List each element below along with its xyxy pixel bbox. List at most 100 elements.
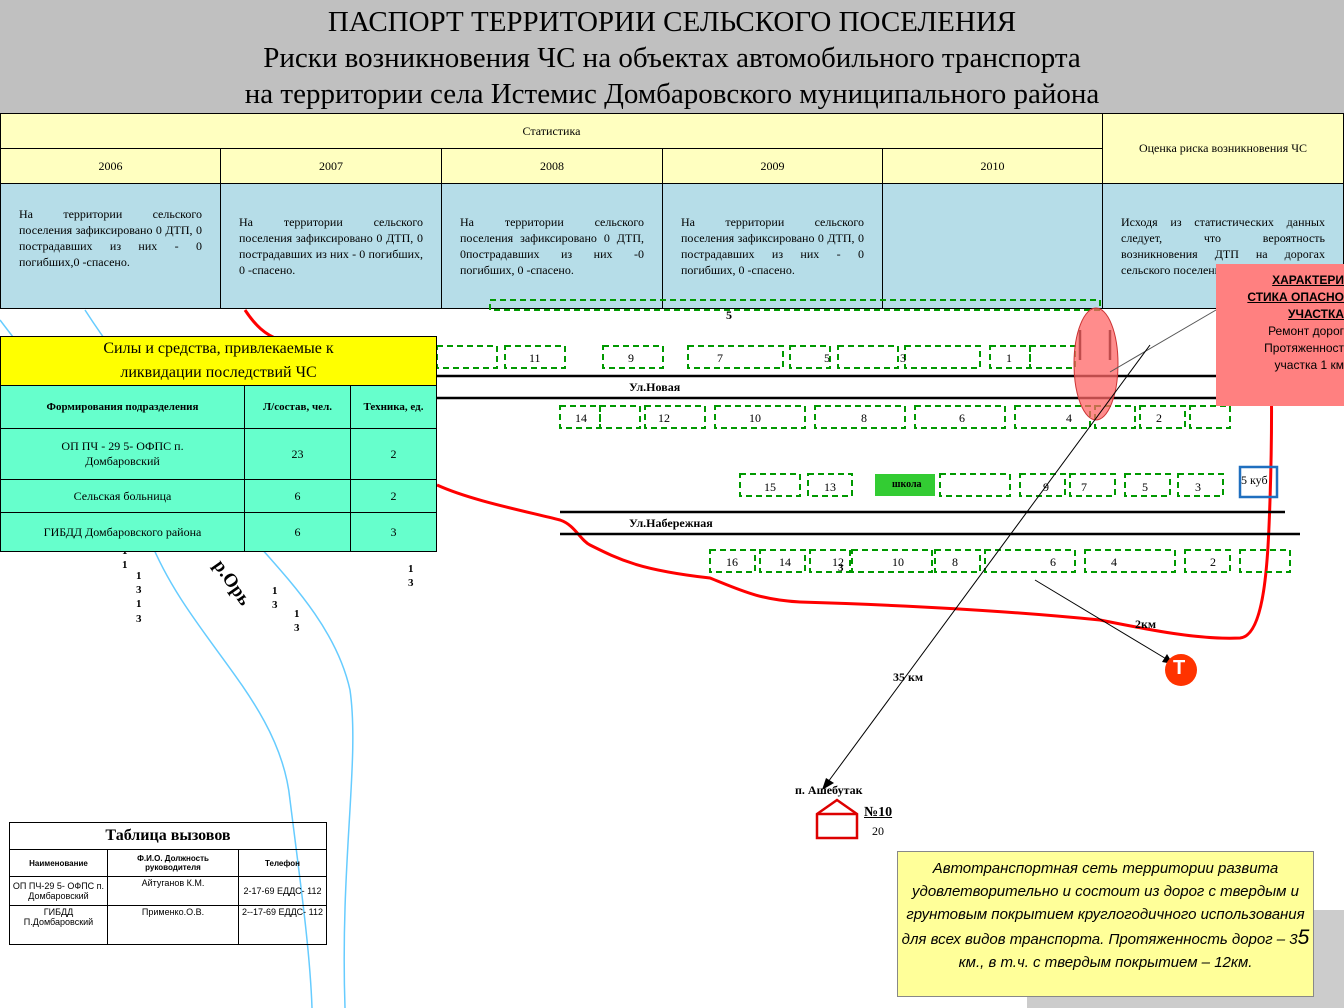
house [789,345,831,369]
house-number: 4 [1111,555,1117,569]
callout-line: ХАРАКТЕРИ [1272,273,1344,287]
house-number: 16 [726,555,738,569]
house-number: 4 [1066,411,1072,425]
summary-text-big: 5 [1297,926,1310,949]
house [644,405,706,429]
calls-phone: 2--17-69 ЕДДС- 112 [238,905,327,945]
house [1124,473,1171,497]
callout-pointer [1109,309,1217,373]
house-row-top [489,299,1101,311]
house [687,345,784,369]
house-number: 12 [658,411,670,425]
stray-mark: 1 [136,570,142,582]
house [739,473,801,497]
house-number: 10 [749,411,761,425]
house [1014,405,1091,429]
house-number: 8 [861,411,867,425]
calls-name: ОП ПЧ-29 5- ОФПС п. Домбаровский [9,876,108,906]
house-number: 3 [900,351,906,365]
stats-text-2009: На территории сельского поселения зафикс… [662,183,883,309]
year-2007: 2007 [220,148,442,184]
calls-head: Применко.О.В. [107,905,239,945]
forces-title-line1: Силы и средства, привлекаемые к [103,340,334,357]
house [934,549,981,573]
house-number: 5 [1142,480,1148,494]
calls-table-title: Таблица вызовов [9,822,327,850]
house [809,549,851,573]
forces-staff: 6 [244,512,351,552]
house [602,345,664,369]
stats-text-2007: На территории сельского поселения зафикс… [220,183,442,309]
forces-col-tech: Техника, ед. [350,385,437,429]
house [1177,473,1224,497]
fuel-station-icon [1165,654,1197,686]
forces-staff: 23 [244,428,351,480]
route-to-fuel [1034,579,1169,661]
stray-mark: 1 [122,559,128,571]
page-header: ПАСПОРТ ТЕРРИТОРИИ СЕЛЬСКОГО ПОСЕЛЕНИЯ Р… [0,0,1344,113]
forces-table-title: Силы и средства, привлекаемые к ликвидац… [0,336,437,386]
stats-text-2008: На территории сельского поселения зафикс… [441,183,663,309]
calls-phone: 2-17-69 ЕДДС- 112 [238,876,327,906]
house-number: 12 [832,555,844,569]
callout-line: Протяженност [1264,341,1344,355]
house-number: 10 [892,555,904,569]
house [914,405,1006,429]
forces-tech: 2 [350,479,437,513]
table-row: Сельская больница 6 2 [0,479,437,513]
water-tank [1238,465,1279,499]
house [1239,549,1291,573]
house [1019,473,1066,497]
route-to-ashebutak [827,344,1151,783]
stats-text-2006: На территории сельского поселения зафикс… [0,183,221,309]
house-number: 15 [764,480,776,494]
house-number: 11 [529,351,541,365]
calls-col-phone: Телефон [238,849,327,877]
street-novaya-label: Ул.Новая [629,380,681,394]
house-number: 13 [824,480,836,494]
water-tank-label: 5 куб [1241,473,1268,487]
calls-col-name: Наименование [9,849,108,877]
table-row: ОП ПЧ-29 5- ОФПС п. Домбаровский Айтуган… [9,876,327,906]
house [814,405,906,429]
header-subtitle: Риски возникновения ЧС на объектах автом… [263,42,1081,74]
house [1069,473,1116,497]
house [504,345,566,369]
houses [436,299,1291,573]
house [807,473,853,497]
year-2006: 2006 [0,148,221,184]
distance-2-label: 2км [1135,617,1157,631]
road-network-summary: Автотранспортная сеть территории развита… [897,851,1314,997]
house-number: 7 [1081,480,1087,494]
forces-col-unit: Формирования подразделения [0,385,245,429]
calls-col-head: Ф.И.О. Должность руководителя [107,849,239,877]
house-number: 6 [1050,555,1056,569]
distance-35-label: 35 км [893,670,924,684]
calls-name: ГИБДД П.Домбаровский [9,905,108,945]
house-number: 14 [779,555,791,569]
stray-mark: 1 [272,585,278,597]
forces-staff: 6 [244,479,351,513]
house-number: 6 [959,411,965,425]
callout-line: Ремонт дорог [1268,324,1344,338]
stray-mark: 1 [408,563,414,575]
calls-table: Таблица вызовов Наименование Ф.И.О. Долж… [9,822,327,945]
stray-mark: 1 [294,608,300,620]
forces-unit: ОП ПЧ - 29 5- ОФПС п. Домбаровский [0,428,245,480]
house-number: 14 [575,411,587,425]
header-subtitle-2: на территории села Истемис Домбаровского… [244,78,1100,110]
fuel-station-letter: Т [1173,657,1186,679]
house-number: 2 [1210,555,1216,569]
hazard-characteristic-callout: ХАРАКТЕРИ СТИКА ОПАСНО УЧАСТКА Ремонт до… [1216,264,1344,406]
house-number: 7 [717,351,723,365]
house [837,345,899,369]
house [1084,549,1176,573]
house [1189,405,1231,429]
house [599,405,641,429]
forces-tech: 2 [350,428,437,480]
stray-mark: 3 [294,622,300,634]
table-row: ОП ПЧ - 29 5- ОФПС п. Домбаровский 23 2 [0,428,437,480]
forces-table: Силы и средства, привлекаемые к ликвидац… [0,336,437,552]
house [436,345,498,369]
table-row: ГИБДД Домбаровского района 6 3 [0,512,437,552]
